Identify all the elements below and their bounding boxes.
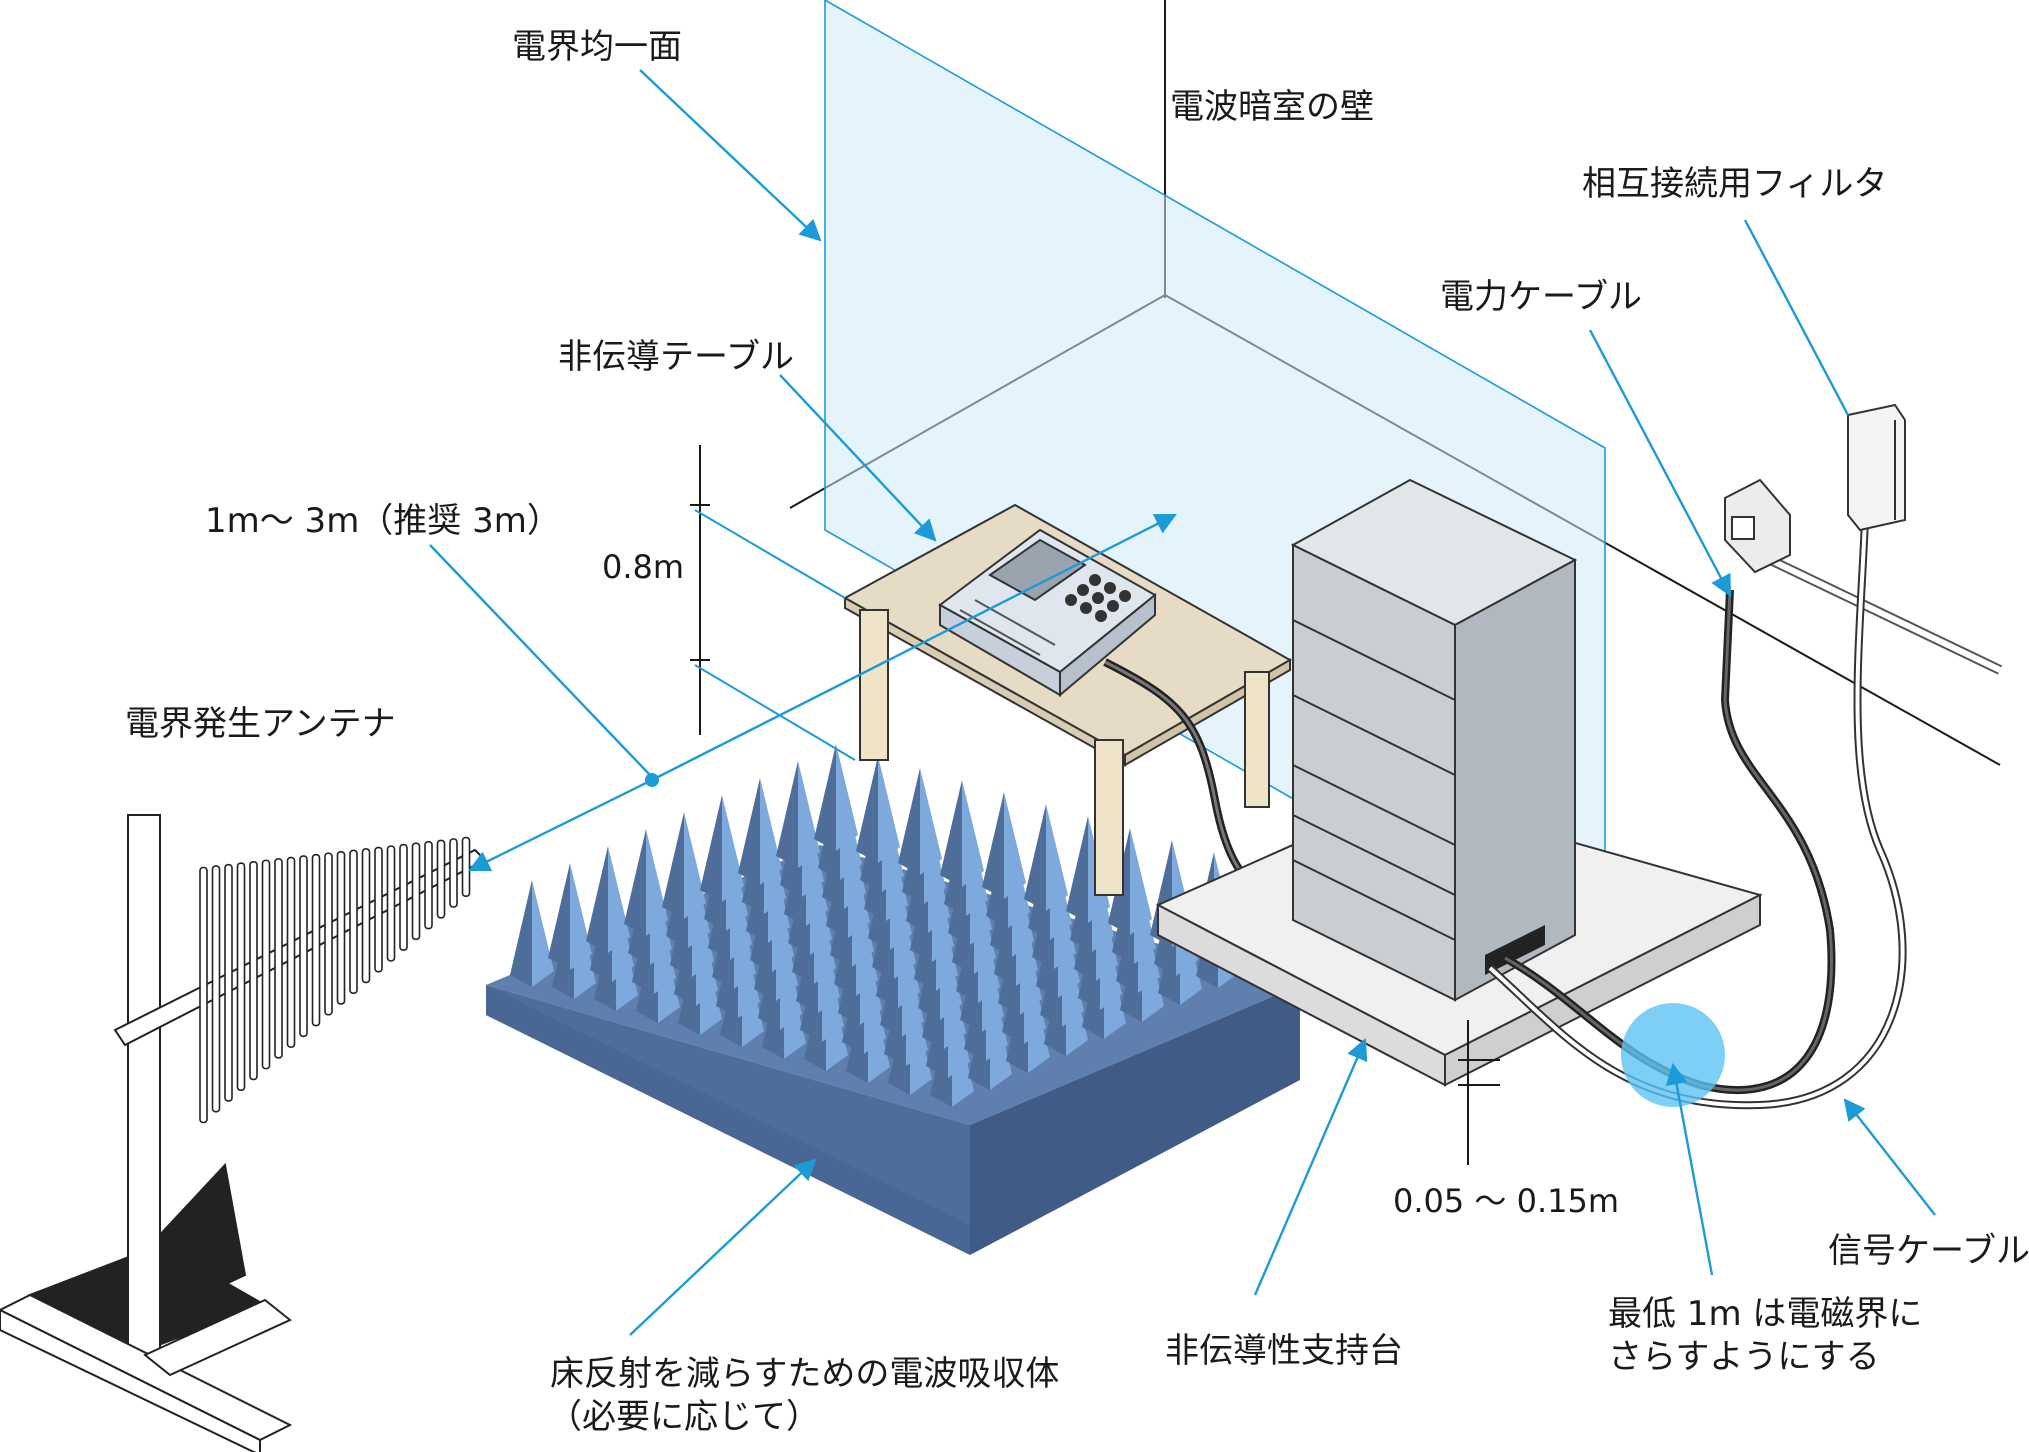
exposure-note-line2: さらすようにする xyxy=(1608,1337,1880,1377)
absorber-pyramid-face xyxy=(1024,804,1046,911)
antenna-dipole-element xyxy=(249,860,258,1081)
absorber-pyramid-face xyxy=(700,795,722,902)
absorber-pyramid-face xyxy=(920,768,942,875)
leader-lines xyxy=(429,69,1936,1336)
absorber-pyramid-face xyxy=(1046,804,1068,911)
antenna-dipole-element xyxy=(461,836,471,898)
absorber-pyramid-face xyxy=(548,863,570,970)
field-antenna-label: 電界発生アンテナ xyxy=(125,704,396,744)
antenna-dipole-element xyxy=(299,855,308,1038)
antenna-dipole-element xyxy=(399,843,408,951)
absorber-pyramid-face xyxy=(1066,816,1088,923)
field-generating-antenna xyxy=(0,814,487,1452)
interconnect-filter xyxy=(1847,403,1906,532)
antenna-dipole-element xyxy=(261,859,271,1070)
antenna-dipole-element xyxy=(361,848,371,984)
antenna-dipole-element xyxy=(449,838,458,908)
uniform-field-plane-label: 電界均一面 xyxy=(512,27,682,67)
antenna-dipole-element xyxy=(386,845,396,962)
antenna-dipole-element xyxy=(324,852,333,1016)
absorber-pyramids xyxy=(510,744,1278,1107)
chamber-wall-label: 電波暗室の壁 xyxy=(1170,87,1374,127)
absorber-pyramid-face xyxy=(646,829,668,936)
absorber-pyramid-face xyxy=(722,795,744,902)
absorber-pyramid-face xyxy=(662,812,684,919)
field-exposure-highlight xyxy=(1621,1003,1725,1107)
absorber-pyramid-face xyxy=(982,792,1004,899)
absorber-pyramid-face xyxy=(962,780,984,887)
support-height-label: 0.05 〜 0.15m xyxy=(1393,1182,1619,1220)
interconnect-filter-label: 相互接続用フィルタ xyxy=(1582,164,1887,204)
absorber-pyramid-face xyxy=(798,761,820,868)
absorber-block xyxy=(486,744,1300,1255)
antenna-dipole-element xyxy=(224,863,233,1102)
antenna-dipole-element xyxy=(424,841,433,930)
absorber-pyramid-face xyxy=(940,780,962,887)
absorber-pyramid-face xyxy=(1004,792,1026,899)
absorber-pyramid-face xyxy=(856,756,878,863)
antenna-elements xyxy=(199,836,471,1124)
absorber-pyramid-face xyxy=(814,744,836,851)
power-cable-label: 電力ケーブル xyxy=(1440,277,1642,317)
support-height-dimension xyxy=(1458,1020,1500,1165)
distance-arrow xyxy=(468,513,1177,872)
absorber-label-line1: 床反射を減らすための電波吸収体 xyxy=(550,1354,1059,1394)
antenna-dipole-element xyxy=(311,853,321,1027)
antenna-dipole-element xyxy=(436,839,446,919)
exposure-note-line1: 最低 1m は電磁界に xyxy=(1608,1294,1922,1334)
antenna-dipole-element xyxy=(286,856,296,1048)
absorber-pyramid-face xyxy=(684,812,706,919)
eut-cabinet xyxy=(1290,478,1578,1002)
table-height-dimension xyxy=(690,445,856,761)
antenna-dipole-element xyxy=(236,862,246,1091)
antenna-dipole-element xyxy=(411,842,421,941)
antenna-dipole-element xyxy=(374,846,383,973)
antenna-dipole-element xyxy=(274,858,283,1059)
antenna-dipole-element xyxy=(199,866,208,1124)
antenna-dipole-element xyxy=(211,865,221,1113)
absorber-pyramid-face xyxy=(836,744,858,851)
absorber-pyramid-face xyxy=(1130,828,1152,935)
absorber-pyramid-face xyxy=(510,880,532,987)
absorber-pyramid-face xyxy=(624,829,646,936)
absorber-label-line2: （必要に応じて） xyxy=(548,1397,820,1437)
power-outlet xyxy=(1724,478,1791,574)
nonconductive-support-label: 非伝導性支持台 xyxy=(1165,1331,1403,1371)
absorber-pyramid-face xyxy=(608,846,630,953)
absorber-pyramid-face xyxy=(738,778,760,885)
table-height-label: 0.8m xyxy=(602,548,684,586)
nonconductive-table-label: 非伝導テーブル xyxy=(558,337,794,377)
absorber-pyramid-face xyxy=(586,846,608,953)
antenna-dipole-element xyxy=(349,849,358,995)
nonconductive-table xyxy=(842,503,1293,896)
absorber-pyramid-face xyxy=(760,778,782,885)
absorber-pyramid-face xyxy=(570,863,592,970)
signal-cable-label: 信号ケーブル xyxy=(1828,1231,2029,1271)
absorber-pyramid-face xyxy=(532,880,554,987)
absorber-pyramid-face xyxy=(776,761,798,868)
antenna-dipole-element xyxy=(336,851,346,1005)
absorber-pyramid-face xyxy=(878,756,900,863)
distance-label: 1m〜 3m（推奨 3m） xyxy=(205,501,561,541)
absorber-pyramid-face xyxy=(898,768,920,875)
